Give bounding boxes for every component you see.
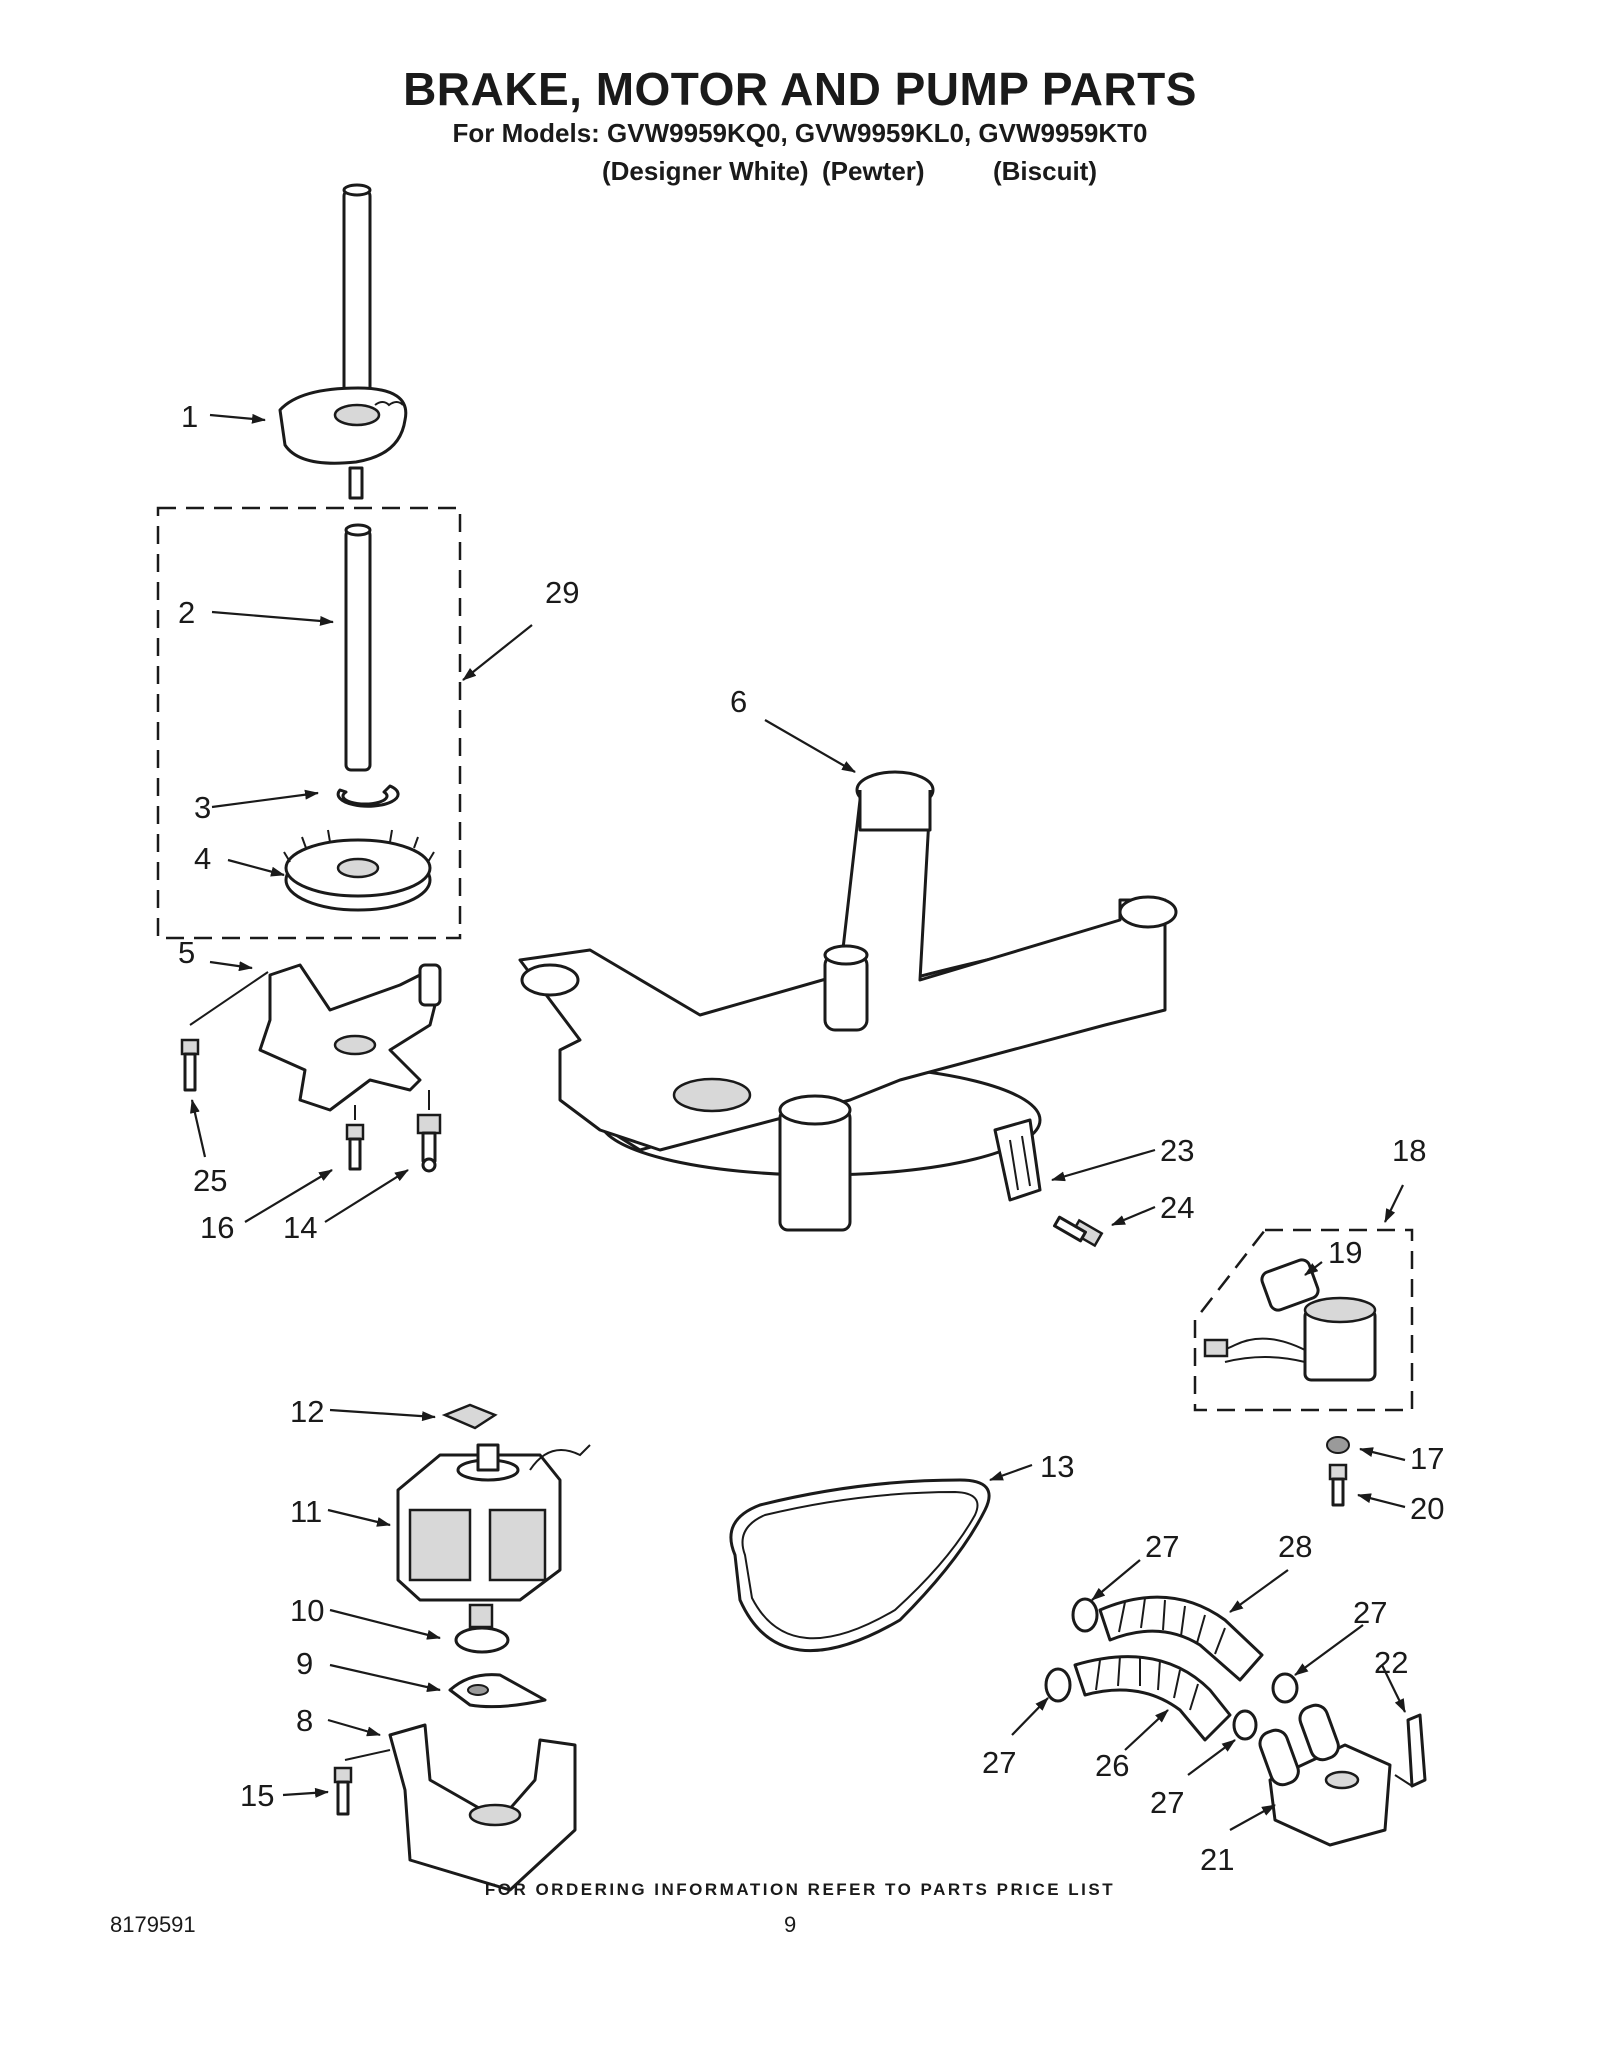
- part-15-screw: [333, 1766, 353, 1816]
- callout-10: 10: [290, 1593, 324, 1628]
- part-23-clip: [993, 1118, 1042, 1202]
- document-number: 8179591: [110, 1912, 196, 1937]
- part-1-brake-assembly: [278, 183, 408, 500]
- page-number: 9: [784, 1912, 797, 1937]
- callout-13: 13: [1040, 1449, 1074, 1484]
- part-27-clamp-c: [1271, 1672, 1299, 1704]
- part-6-base: [518, 770, 1178, 1232]
- callout-27-bottom: 27: [1150, 1785, 1184, 1820]
- part-4-gear: [283, 829, 435, 912]
- callout-27-left: 27: [982, 1745, 1016, 1780]
- ordering-note: FOR ORDERING INFORMATION REFER TO PARTS …: [484, 1880, 1116, 1899]
- part-21-pump: [1258, 1703, 1392, 1847]
- part-27-clamp-a: [1071, 1597, 1099, 1633]
- part-3-retaining-ring: [336, 784, 400, 808]
- callout-29: 29: [545, 575, 579, 610]
- page-title: BRAKE, MOTOR AND PUMP PARTS: [403, 63, 1197, 115]
- callout-23: 23: [1160, 1133, 1194, 1168]
- kit-boundary-18: [1193, 1228, 1414, 1412]
- callout-28: 28: [1278, 1529, 1312, 1564]
- callout-19: 19: [1328, 1235, 1362, 1270]
- part-25-screw: [180, 1038, 200, 1092]
- callout-2: 2: [178, 595, 195, 630]
- part-27-clamp-b: [1044, 1667, 1072, 1703]
- callout-26: 26: [1095, 1748, 1129, 1783]
- part-13-belt: [729, 1478, 991, 1652]
- part-16-screw: [345, 1123, 365, 1171]
- callout-22: 22: [1374, 1645, 1408, 1680]
- leader-lines: [190, 413, 1406, 1831]
- callout-5: 5: [178, 935, 195, 970]
- callout-11: 11: [290, 1494, 322, 1529]
- part-18-switch-assembly: [1203, 1296, 1377, 1382]
- part-19-capacitor: [1260, 1258, 1320, 1312]
- callout-20: 20: [1410, 1491, 1444, 1526]
- part-17-nut: [1326, 1436, 1350, 1454]
- part-28-hose: [1098, 1595, 1264, 1682]
- models-line: For Models: GVW9959KQ0, GVW9959KL0, GVW9…: [452, 118, 1148, 148]
- part-14-bolt: [416, 1113, 442, 1173]
- variant-pewter: (Pewter): [822, 156, 925, 186]
- part-10-coupling: [454, 1603, 510, 1654]
- callout-16: 16: [200, 1210, 234, 1245]
- callout-24: 24: [1160, 1190, 1194, 1225]
- part-20-screw: [1328, 1463, 1348, 1507]
- part-11-motor: [396, 1443, 591, 1602]
- callout-27-top: 27: [1145, 1529, 1179, 1564]
- callout-8: 8: [296, 1703, 313, 1738]
- part-9-pulley-plate: [448, 1673, 547, 1709]
- callout-12: 12: [290, 1394, 324, 1429]
- callout-1: 1: [181, 399, 198, 434]
- callout-6: 6: [730, 684, 747, 719]
- callout-21: 21: [1200, 1842, 1234, 1877]
- part-2-shaft: [344, 523, 372, 772]
- callout-14: 14: [283, 1210, 317, 1245]
- callout-9: 9: [296, 1646, 313, 1681]
- part-24-screw: [1053, 1215, 1104, 1248]
- part-27-clamp-d: [1232, 1709, 1258, 1741]
- callout-17: 17: [1410, 1441, 1444, 1476]
- part-26-hose: [1073, 1655, 1232, 1742]
- variant-biscuit: (Biscuit): [993, 156, 1097, 186]
- part-5-brake-bracket: [258, 963, 442, 1112]
- callout-18: 18: [1392, 1133, 1426, 1168]
- callout-3: 3: [194, 790, 211, 825]
- callout-15: 15: [240, 1778, 274, 1813]
- part-22-bracket: [1394, 1713, 1427, 1788]
- callout-4: 4: [194, 841, 211, 876]
- part-12-coupler: [441, 1403, 498, 1430]
- callout-25: 25: [193, 1163, 227, 1198]
- kit-boundary-29: [156, 506, 462, 940]
- part-8-motor-shield: [388, 1723, 577, 1892]
- variant-designer-white: (Designer White): [602, 156, 809, 186]
- callout-27-right: 27: [1353, 1595, 1387, 1630]
